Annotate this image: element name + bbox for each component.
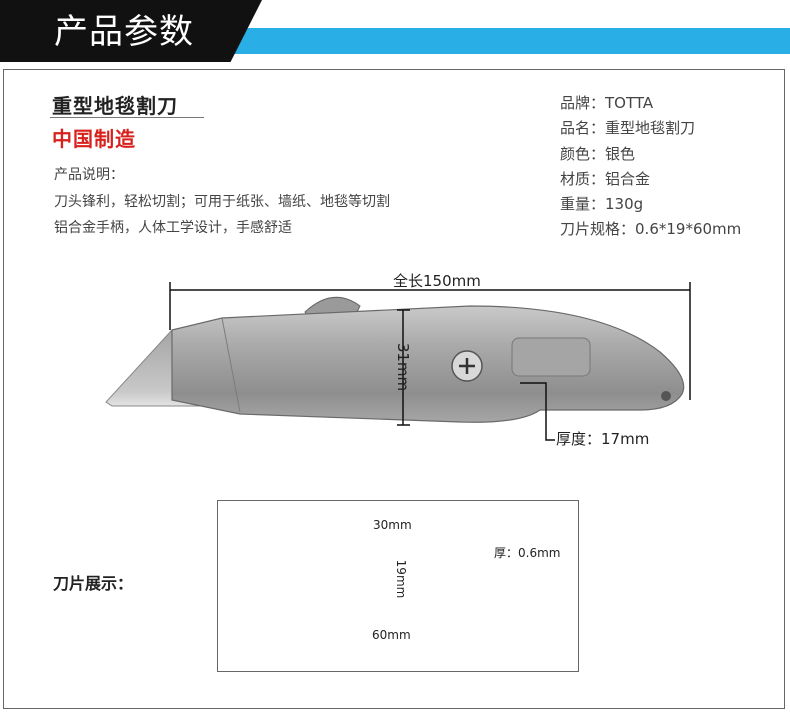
blade-top-width-label: 30mm xyxy=(373,518,412,532)
handle-window-icon xyxy=(511,337,591,377)
page-title: 产品参数 xyxy=(54,12,194,52)
blade-showcase-label: 刀片展示： xyxy=(53,574,134,593)
blade-bottom-width-label: 60mm xyxy=(372,628,411,642)
product-name: 重型地毯割刀 xyxy=(52,94,178,118)
content-frame xyxy=(3,69,785,709)
screw-icon xyxy=(451,350,483,382)
height-dimension-line xyxy=(397,309,410,426)
spec-color: 颜色：银色 xyxy=(560,145,636,163)
header-tab xyxy=(0,0,262,62)
thickness-label: 厚度：17mm xyxy=(556,430,650,448)
height-label: 31mm xyxy=(394,342,412,392)
description-line-1: 刀头锋利，轻松切割；可用于纸张、墙纸、地毯等切割 xyxy=(54,194,390,210)
blade-thickness-label: 厚：0.6mm xyxy=(494,546,561,560)
thickness-callout-line xyxy=(520,382,555,441)
spec-product-name: 品名：重型地毯割刀 xyxy=(560,119,696,137)
lanyard-hole-icon xyxy=(661,391,671,401)
description-heading: 产品说明： xyxy=(54,167,124,183)
title-divider xyxy=(50,117,204,118)
length-dimension-line xyxy=(169,282,691,400)
spec-brand: 品牌：TOTTA xyxy=(560,94,654,112)
spec-material: 材质：铝合金 xyxy=(560,170,651,188)
product-origin: 中国制造 xyxy=(52,127,136,151)
description-line-2: 铝合金手柄，人体工学设计，手感舒适 xyxy=(54,220,292,236)
spec-weight: 重量：130g xyxy=(560,195,644,213)
knife-handle-icon xyxy=(171,305,685,423)
blade-box xyxy=(217,500,579,672)
blade-height-label: 19mm xyxy=(394,559,408,599)
spec-blade-size: 刀片规格：0.6*19*60mm xyxy=(560,220,742,238)
length-label: 全长150mm xyxy=(393,272,481,290)
